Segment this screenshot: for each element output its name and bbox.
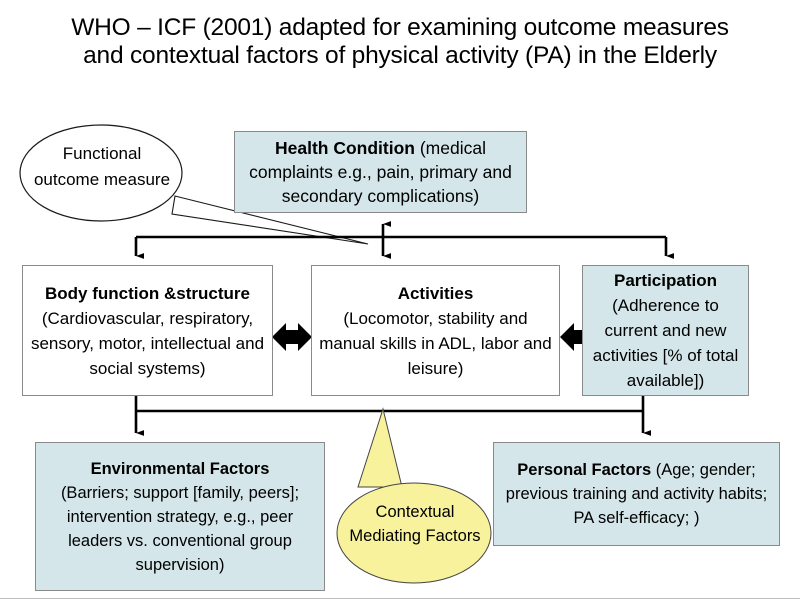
- personal-factors-box[interactable]: Personal Factors (Age; gender; previous …: [493, 442, 780, 546]
- bottom-connector-bus: [134, 396, 652, 436]
- activities-heading: Activities: [397, 283, 474, 303]
- body-function-heading: Body function &structure: [45, 283, 250, 303]
- personal-factors-heading: Personal Factors: [517, 461, 652, 479]
- body-function-detail: (Cardiovascular, respiratory, sensory, m…: [30, 308, 265, 378]
- activities-detail: (Locomotor, stability and manual skills …: [319, 308, 552, 378]
- contextual-mediating-callout-label: Contextual Mediating Factors: [349, 503, 481, 545]
- functional-outcome-callout-label: Functional outcome measure: [33, 144, 171, 189]
- body-activities-block-arrow: [272, 323, 312, 351]
- personal-factors-detail: (Age; gender; previous training and acti…: [505, 461, 768, 527]
- health-condition-box[interactable]: Health Condition (medical complaints e.g…: [234, 131, 527, 213]
- participation-heading: Participation: [614, 271, 717, 290]
- environmental-factors-detail: (Barriers; support [family, peers]; inte…: [60, 483, 300, 574]
- activities-box[interactable]: Activities (Locomotor, stability and man…: [311, 265, 560, 396]
- environmental-factors-box[interactable]: Environmental Factors (Barriers; support…: [35, 442, 325, 591]
- environmental-factors-heading: Environmental Factors: [90, 459, 270, 478]
- page-title: WHO – ICF (2001) adapted for examining o…: [71, 14, 729, 69]
- health-condition-detail: (medical complaints e.g., pain, primary …: [249, 138, 512, 206]
- body-function-box[interactable]: Body function &structure (Cardiovascular…: [22, 265, 273, 396]
- top-connector-bus: [134, 235, 675, 259]
- contextual-mediating-callout: [336, 407, 492, 584]
- health-condition-heading: Health Condition: [275, 138, 415, 158]
- participation-detail: (Adherence to current and new activities…: [592, 296, 739, 390]
- participation-box[interactable]: Participation (Adherence to current and …: [582, 265, 749, 396]
